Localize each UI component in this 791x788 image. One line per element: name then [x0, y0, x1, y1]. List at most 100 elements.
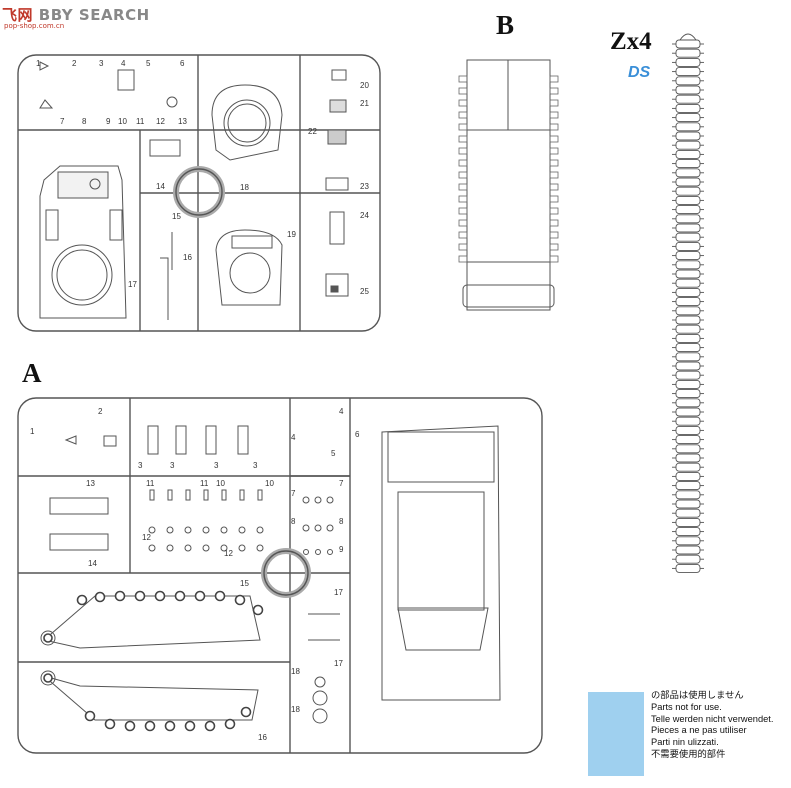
deck-tooth-right	[549, 243, 559, 251]
roadwheel	[124, 720, 136, 732]
b-part-15: 15	[172, 212, 181, 221]
track-link	[675, 57, 701, 67]
a-part-6: 6	[355, 430, 360, 439]
sprue-a-numbers: 1 2 3 3 3 3 4 4 5 6 7 7 8 8 9 10 10 11 1…	[30, 407, 360, 742]
deck-tooth-left	[458, 219, 468, 227]
track-link	[675, 361, 701, 371]
track-link	[675, 113, 701, 123]
b-part-3: 3	[99, 59, 104, 68]
b-part-6: 6	[180, 59, 185, 68]
peg	[315, 549, 321, 555]
track-link	[675, 333, 701, 343]
track-link	[675, 490, 701, 500]
a-part-17a: 17	[334, 588, 343, 597]
deck-tooth-right	[549, 123, 559, 131]
ds-logo: DS	[628, 64, 651, 81]
roadwheel	[234, 594, 246, 606]
roadwheel	[164, 720, 176, 732]
watermark-brand-char-1: 飞	[2, 6, 18, 24]
a-part-15: 15	[240, 579, 249, 588]
peg	[185, 489, 191, 501]
a-part-9: 9	[339, 545, 344, 554]
track-link	[675, 195, 701, 205]
track-link	[675, 140, 701, 150]
deck-tooth-left	[458, 231, 468, 239]
legend-line-it: Parti nin ulizzati.	[651, 737, 719, 748]
a-part-3b: 3	[170, 461, 175, 470]
a-part-1: 1	[30, 427, 35, 436]
deck-tooth-left	[458, 111, 468, 119]
a-part-3d: 3	[253, 461, 258, 470]
track-link	[675, 122, 701, 132]
track-link	[675, 269, 701, 279]
roadwheel	[184, 720, 196, 732]
watermark-brand-text: BBY SEARCH	[38, 6, 150, 24]
track-link	[675, 94, 701, 104]
a-part-4a: 4	[339, 407, 344, 416]
track-link	[675, 416, 701, 426]
peg	[238, 544, 246, 552]
track-link	[675, 67, 701, 77]
b-part-23: 23	[360, 182, 369, 191]
track-link	[675, 214, 701, 224]
deck-tooth-right	[549, 183, 559, 191]
deck-tooth-right	[549, 99, 559, 107]
part-a-suspension-lower	[40, 670, 259, 721]
deck-tooth-left	[458, 87, 468, 95]
peg	[314, 496, 322, 504]
track-link	[675, 131, 701, 141]
b-part-21: 21	[360, 99, 369, 108]
peg	[166, 526, 174, 534]
track-link	[675, 48, 701, 58]
b-part-25: 25	[360, 287, 369, 296]
b-part-22: 22	[308, 127, 317, 136]
deck-tooth-left	[458, 75, 468, 83]
track-link	[675, 545, 701, 555]
track-link	[675, 205, 701, 215]
track-link	[675, 554, 701, 564]
sprue-a-frame	[17, 397, 543, 754]
b-part-17: 17	[128, 280, 137, 289]
roadwheel	[204, 720, 216, 732]
a-part-10b: 10	[265, 479, 274, 488]
part-b-turret-ring	[211, 84, 283, 161]
part-b-deck-teeth	[458, 75, 559, 263]
peg	[256, 526, 264, 534]
b-part-13: 13	[178, 117, 187, 126]
sprue-b-numbers: 1 2 3 4 5 6 7 8 9 10 11 12 13 14 15 16 1…	[36, 59, 369, 296]
roadwheel	[194, 590, 206, 602]
deck-tooth-left	[458, 207, 468, 215]
track-link	[675, 223, 701, 233]
peg	[256, 544, 264, 552]
part-a-peg-rows	[148, 489, 334, 555]
deck-tooth-left	[458, 171, 468, 179]
peg	[221, 489, 227, 501]
b-part-11: 11	[136, 117, 145, 126]
b-part-2: 2	[72, 59, 77, 68]
track-link	[675, 517, 701, 527]
peg	[326, 496, 334, 504]
deck-tooth-right	[549, 171, 559, 179]
deck-tooth-right	[549, 147, 559, 155]
a-part-11b: 11	[200, 479, 209, 488]
peg	[148, 544, 156, 552]
watermark-logo: 飞网 BBY SEARCH	[2, 4, 150, 25]
track-link	[675, 425, 701, 435]
a-part-5: 5	[331, 449, 336, 458]
track-link	[675, 481, 701, 491]
peg	[167, 489, 173, 501]
track-link-run	[672, 33, 704, 573]
peg	[303, 549, 309, 555]
roadwheel	[76, 594, 88, 606]
deck-tooth-left	[458, 159, 468, 167]
track-link	[675, 177, 701, 187]
deck-tooth-right	[549, 135, 559, 143]
roadwheel	[174, 590, 186, 602]
peg	[238, 526, 246, 534]
track-link	[675, 407, 701, 417]
part-a-small-parts	[49, 425, 340, 724]
b-part-7: 7	[60, 117, 65, 126]
deck-tooth-right	[549, 255, 559, 263]
track-link	[675, 471, 701, 481]
peg	[327, 549, 333, 555]
